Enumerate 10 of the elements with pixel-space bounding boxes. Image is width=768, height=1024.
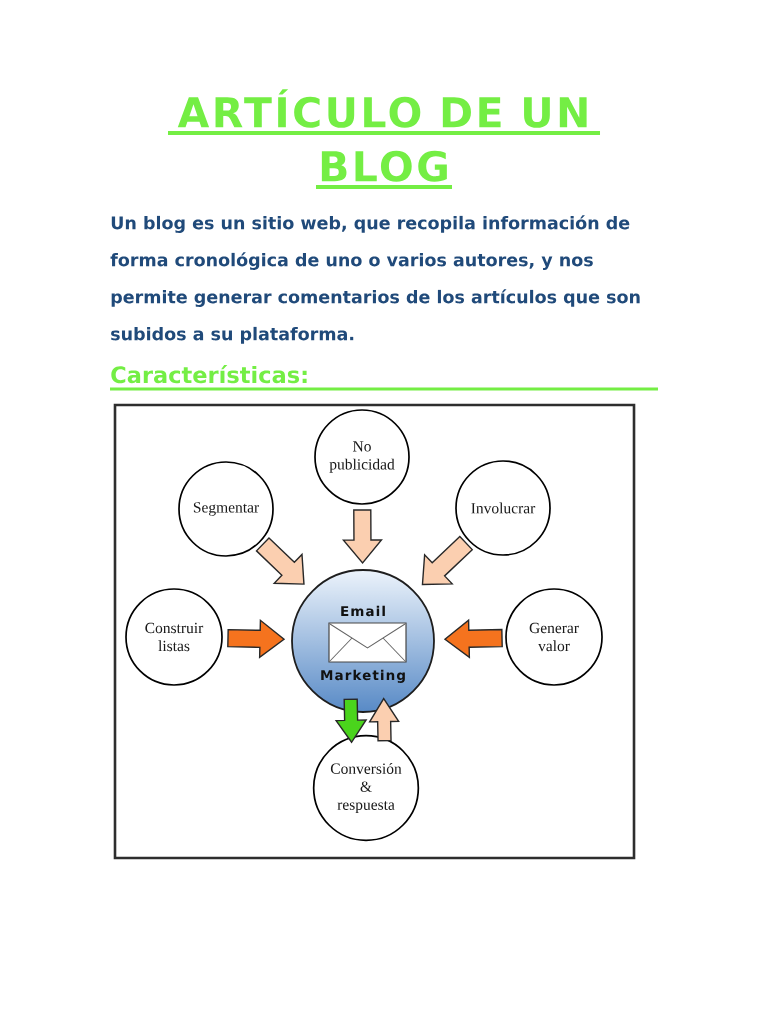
block-arrow bbox=[341, 509, 383, 565]
node-label: Marketing bbox=[321, 669, 405, 683]
block-arrow bbox=[227, 618, 286, 659]
block-arrow bbox=[443, 618, 503, 659]
section-heading: Características: bbox=[111, 365, 307, 384]
block-arrow bbox=[368, 697, 400, 742]
body-text: Un blog es un sitio web, que recopila información de forma cronológica de uno o varios autores, y nos permite generar comentarios de los artículos que son subidos a su plataforma. bbox=[110, 215, 640, 344]
node-label: Email bbox=[341, 605, 385, 617]
block-arrow bbox=[334, 698, 368, 744]
title: ARTÍCULO DE UN BLOG bbox=[168, 89, 600, 189]
